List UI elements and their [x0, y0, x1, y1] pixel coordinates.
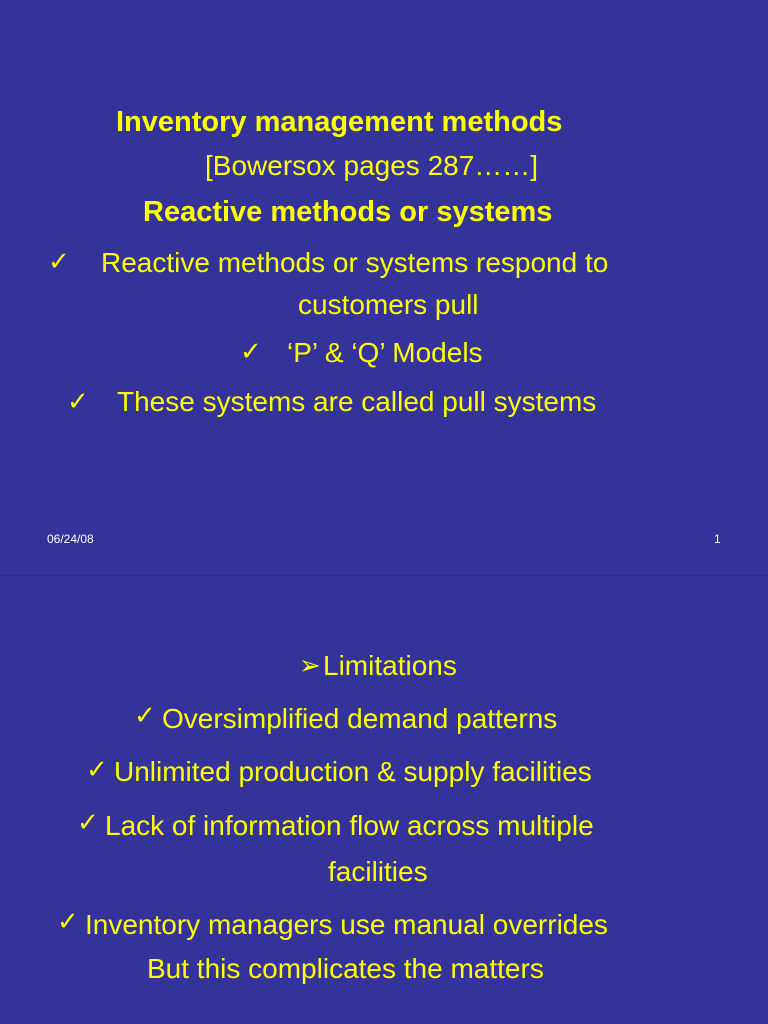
check-icon: ✓	[57, 906, 79, 936]
bullet-text: These systems are called pull systems	[117, 386, 597, 417]
bullet-text: ‘P’ & ‘Q’ Models	[287, 337, 483, 368]
slide-title: Inventory management methods	[116, 106, 563, 138]
slide-subtitle: Reactive methods or systems	[143, 196, 553, 228]
limitation-item: Inventory managers use manual overrides	[85, 909, 608, 940]
footer-page-number: 1	[714, 532, 721, 546]
bullet-text: Reactive methods or systems respond to	[101, 247, 609, 278]
limitation-item-continued: facilities	[328, 856, 428, 887]
check-icon: ✓	[48, 246, 70, 276]
arrow-bullet-icon: ➢	[299, 650, 321, 680]
check-icon: ✓	[77, 807, 99, 837]
slide-2: ➢ Limitations ✓ Oversimplified demand pa…	[0, 576, 768, 1024]
check-icon: ✓	[67, 386, 89, 416]
check-icon: ✓	[134, 700, 156, 730]
slide-reference: [Bowersox pages 287……]	[205, 150, 539, 181]
limitation-item: Oversimplified demand patterns	[162, 703, 558, 734]
limitation-item-continued: But this complicates the matters	[147, 953, 544, 984]
slide-1: Inventory management methods [Bowersox p…	[47, 106, 721, 546]
check-icon: ✓	[240, 336, 262, 366]
limitation-item: Unlimited production & supply facilities	[114, 756, 592, 787]
limitation-item: Lack of information flow across multiple	[105, 810, 594, 841]
check-icon: ✓	[86, 754, 108, 784]
footer-date: 06/24/08	[47, 532, 94, 546]
slide-divider	[0, 575, 768, 576]
slide-heading: Limitations	[323, 650, 457, 681]
bullet-text-continued: customers pull	[298, 289, 479, 320]
